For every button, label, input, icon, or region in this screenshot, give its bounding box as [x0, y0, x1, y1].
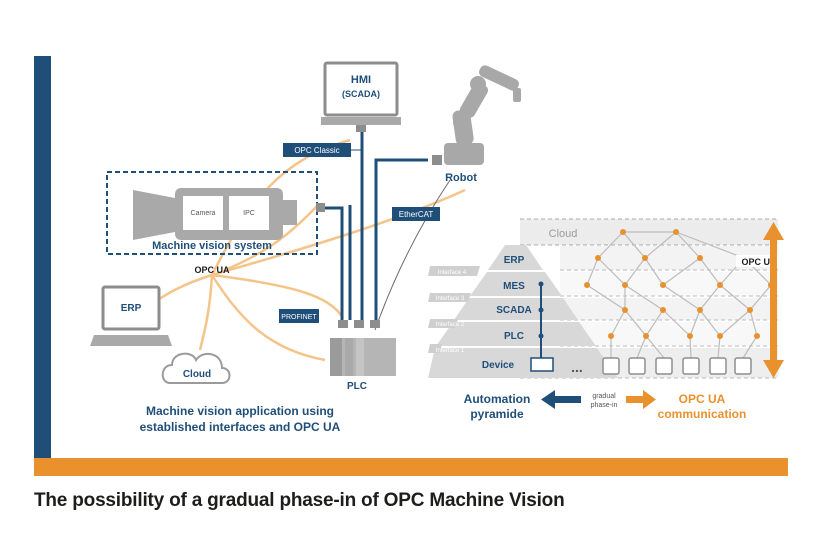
automation-label-line1: Automation [464, 392, 531, 406]
interface-2-label: Interface 2 [436, 322, 465, 328]
machine-vision-label: Machine vision system [152, 240, 272, 252]
pyramid-mes-label: MES [503, 281, 525, 292]
pyramid-chain [530, 281, 554, 372]
pyramid-erp-label: ERP [504, 255, 525, 266]
cloud-icon [161, 352, 231, 384]
pyramid-opcua-logo: OPC UA [741, 257, 777, 267]
interface-1-label: Interface 1 [436, 348, 465, 354]
opc-classic-label: OPC Classic [294, 146, 339, 155]
opcua-communication-line1: OPC UA [679, 392, 726, 406]
opcua-mesh [586, 231, 772, 359]
gradual-label-line1: gradual [592, 393, 616, 400]
figure-caption: The possibility of a gradual phase-in of… [34, 490, 565, 511]
gradual-label-line2: phase-in [591, 402, 618, 409]
opc-classic-tag [283, 143, 351, 157]
opcua-communication-line2: communication [658, 407, 747, 421]
hmi-label: HMI [351, 74, 371, 86]
scada-paren-label: (SCADA) [342, 89, 380, 99]
hmi-monitor: HMI (SCADA) [321, 61, 401, 132]
automation-label-line2: pyramide [470, 407, 524, 421]
opcua-hub-logo: OPC UA [194, 265, 230, 275]
ethercat-line [374, 179, 451, 331]
plc-label: PLC [347, 381, 367, 392]
pyramid [428, 245, 618, 378]
application-caption-line2: established interfaces and OPC UA [140, 420, 341, 434]
pyramid-cloud-label: Cloud [549, 228, 578, 240]
navy-cables [325, 130, 428, 320]
opcua-device-boxes [602, 357, 752, 375]
orange-right-arrow [626, 390, 656, 409]
ethercat-tag [392, 207, 440, 221]
left-blue-bar [34, 56, 51, 468]
camera-label: Camera [191, 210, 216, 217]
profinet-label: PROFINET [281, 314, 317, 321]
device-ellipsis: ... [571, 359, 583, 375]
pyramid-scada-label: SCADA [496, 305, 532, 316]
interface-tags [428, 266, 480, 353]
pyramid-device-label: Device [482, 360, 515, 371]
navy-left-arrow [541, 390, 581, 409]
robot-icon [432, 65, 521, 165]
pyramid-plc-label: PLC [504, 331, 524, 342]
profinet-tag [279, 309, 319, 323]
erp-computer-label: ERP [121, 303, 142, 314]
bottom-orange-bar [34, 458, 788, 476]
erp-computer: ERP [90, 285, 172, 346]
plc-device [330, 320, 396, 376]
cloud-label: Cloud [183, 369, 211, 380]
ethercat-label: EtherCAT [399, 210, 434, 219]
machine-vision-device [133, 188, 325, 240]
ipc-label: IPC [243, 210, 255, 217]
machine-vision-box [106, 171, 318, 255]
application-caption-line1: Machine vision application using [146, 404, 334, 418]
orange-vertical-arrow [763, 222, 784, 378]
robot-label: Robot [445, 172, 477, 184]
interface-3-label: Interface 3 [436, 296, 465, 302]
interface-4-label: Interface 4 [438, 270, 467, 276]
